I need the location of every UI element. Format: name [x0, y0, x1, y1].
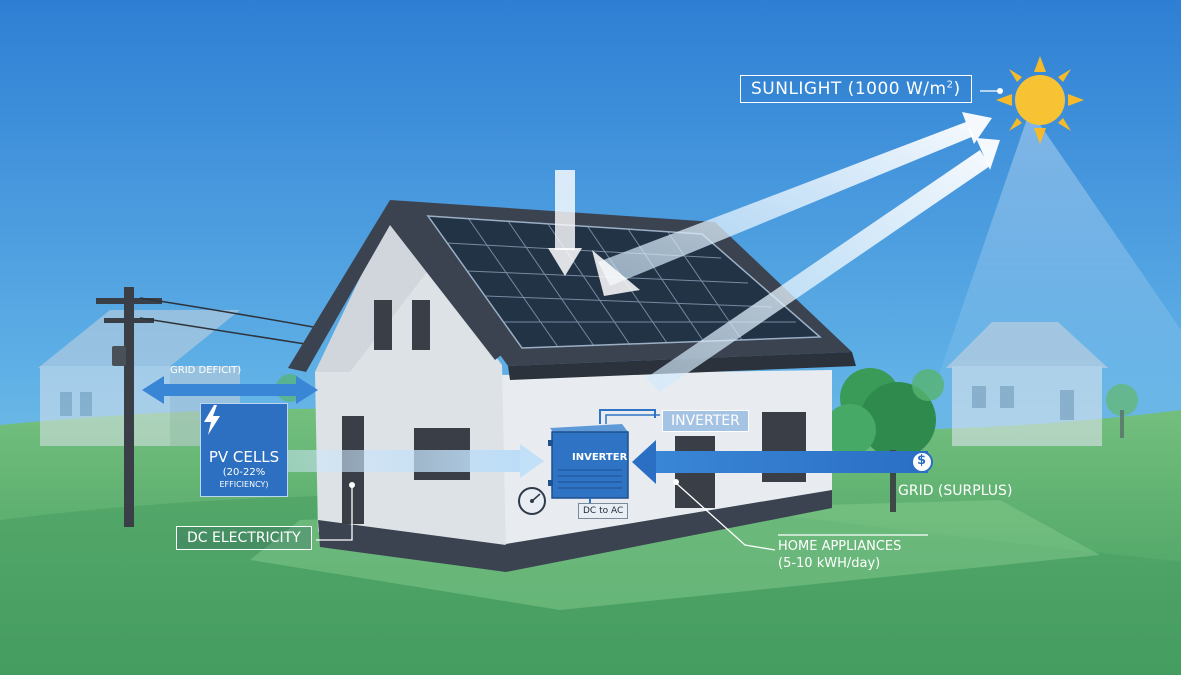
callout-lines: [316, 482, 928, 551]
inverter-unit-label: INVERTER: [572, 452, 628, 463]
dc-electricity-label: DC ELECTRICITY: [176, 526, 312, 550]
grid-deficit-label: GRID DEFICIT): [170, 365, 242, 376]
pv-cells-card: PV CELLS (20-22% EFFICIENCY): [200, 403, 288, 497]
utility-pole: [96, 287, 331, 527]
dc-callout-dot: [349, 482, 355, 488]
meter-gauge-icon: [518, 487, 546, 515]
grid-surplus-label: GRID (SURPLUS): [898, 483, 1013, 499]
home-consumption-value: (5-10 kWH/day): [778, 556, 881, 571]
inverter-unit: [548, 409, 660, 504]
background-house-left: [38, 310, 240, 446]
pv-cells-title: PV CELLS: [208, 448, 280, 466]
sun-label-dot: [997, 88, 1003, 94]
dollar-icon: [911, 451, 933, 473]
dollar-symbol: $: [917, 453, 927, 468]
home-appliances-title: HOME APPLIANCES: [778, 539, 902, 554]
background-house-right: [946, 322, 1108, 446]
sun-icon: [996, 56, 1084, 144]
lightning-bolt-icon: [204, 405, 220, 435]
dc-to-ac-label: DC to AC: [578, 503, 629, 519]
sunlight-label: SUNLIGHT (1000 W/m2): [740, 75, 972, 103]
pv-efficiency-value: (20-22%: [222, 467, 266, 478]
home-appliances-label: HOME APPLIANCES (5-10 kWH/day): [778, 538, 901, 572]
grid-deficit-arrow: [142, 376, 318, 404]
appliance-callout-dot: [673, 479, 679, 485]
dc-flow-arrow: [288, 444, 544, 478]
inverter-callout-label: INVERTER: [662, 410, 749, 432]
grid-surplus-arrow: [632, 440, 928, 484]
pv-efficiency-label: EFFICIENCY): [219, 480, 269, 489]
sunlight-beams: [548, 112, 1000, 392]
